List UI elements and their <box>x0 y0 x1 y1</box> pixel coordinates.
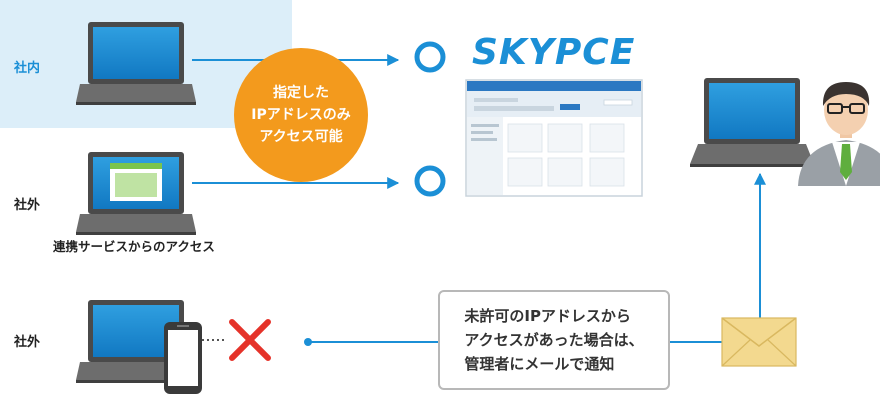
notification-box: 未許可のIPアドレスから アクセスがあった場合は、 管理者にメールで通知 <box>438 290 670 390</box>
admin-laptop-icon <box>690 78 814 167</box>
notification-text: 未許可のIPアドレスから アクセスがあった場合は、 管理者にメールで通知 <box>464 307 644 373</box>
allowed-circle-icon <box>414 41 446 73</box>
linked-service-caption: 連携サービスからのアクセス <box>53 239 215 254</box>
app-screen-thumbnail <box>465 79 643 197</box>
laptop-icon <box>76 22 196 105</box>
laptop-icon <box>76 152 196 235</box>
allowed-circle-icon <box>414 165 446 197</box>
line-start-dot <box>304 338 312 346</box>
brand-logo: SKYPCE <box>472 32 636 73</box>
internal-label: 社内 <box>14 61 41 76</box>
badge-text: 指定した IPアドレスのみ アクセス可能 <box>251 85 351 145</box>
ip-restriction-badge: 指定した IPアドレスのみ アクセス可能 <box>234 48 368 182</box>
smartphone-icon <box>164 322 202 394</box>
external-label: 社外 <box>14 335 41 350</box>
deny-cross-icon <box>229 319 271 361</box>
app-window-icon <box>110 163 162 201</box>
email-envelope-icon <box>721 317 797 367</box>
administrator-icon <box>798 82 880 186</box>
external-label: 社外 <box>14 198 41 213</box>
